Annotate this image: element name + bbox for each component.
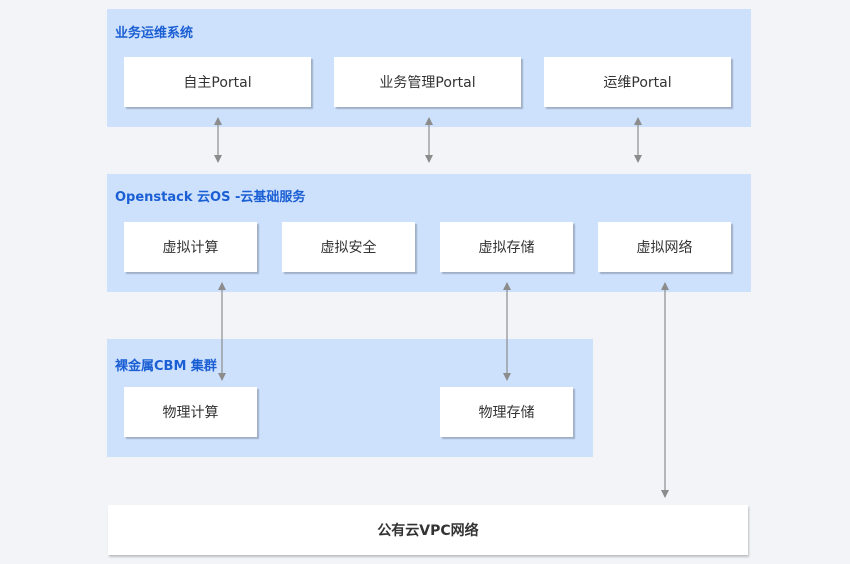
box-virtual-compute: 虚拟计算 — [124, 222, 257, 272]
group-baremetal-title: 裸金属CBM 集群 — [115, 359, 217, 374]
box-physical-compute: 物理计算 — [124, 387, 257, 437]
box-physical-storage: 物理存储 — [440, 387, 573, 437]
box-business-portal: 业务管理Portal — [334, 57, 521, 107]
box-virtual-security: 虚拟安全 — [282, 222, 415, 272]
box-virtual-network: 虚拟网络 — [598, 222, 731, 272]
group-ops-title: 业务运维系统 — [115, 26, 194, 41]
group-baremetal: 裸金属CBM 集群 物理计算 物理存储 — [107, 339, 593, 457]
box-ops-portal: 运维Portal — [544, 57, 731, 107]
box-virtual-storage: 虚拟存储 — [440, 222, 573, 272]
box-public-cloud-vpc: 公有云VPC网络 — [108, 505, 748, 555]
box-self-portal: 自主Portal — [124, 57, 311, 107]
group-openstack-title: Openstack 云OS -云基础服务 — [115, 190, 306, 205]
group-openstack: Openstack 云OS -云基础服务 虚拟计算 虚拟安全 虚拟存储 虚拟网络 — [107, 174, 751, 292]
group-ops-system: 业务运维系统 自主Portal 业务管理Portal 运维Portal — [107, 9, 751, 127]
